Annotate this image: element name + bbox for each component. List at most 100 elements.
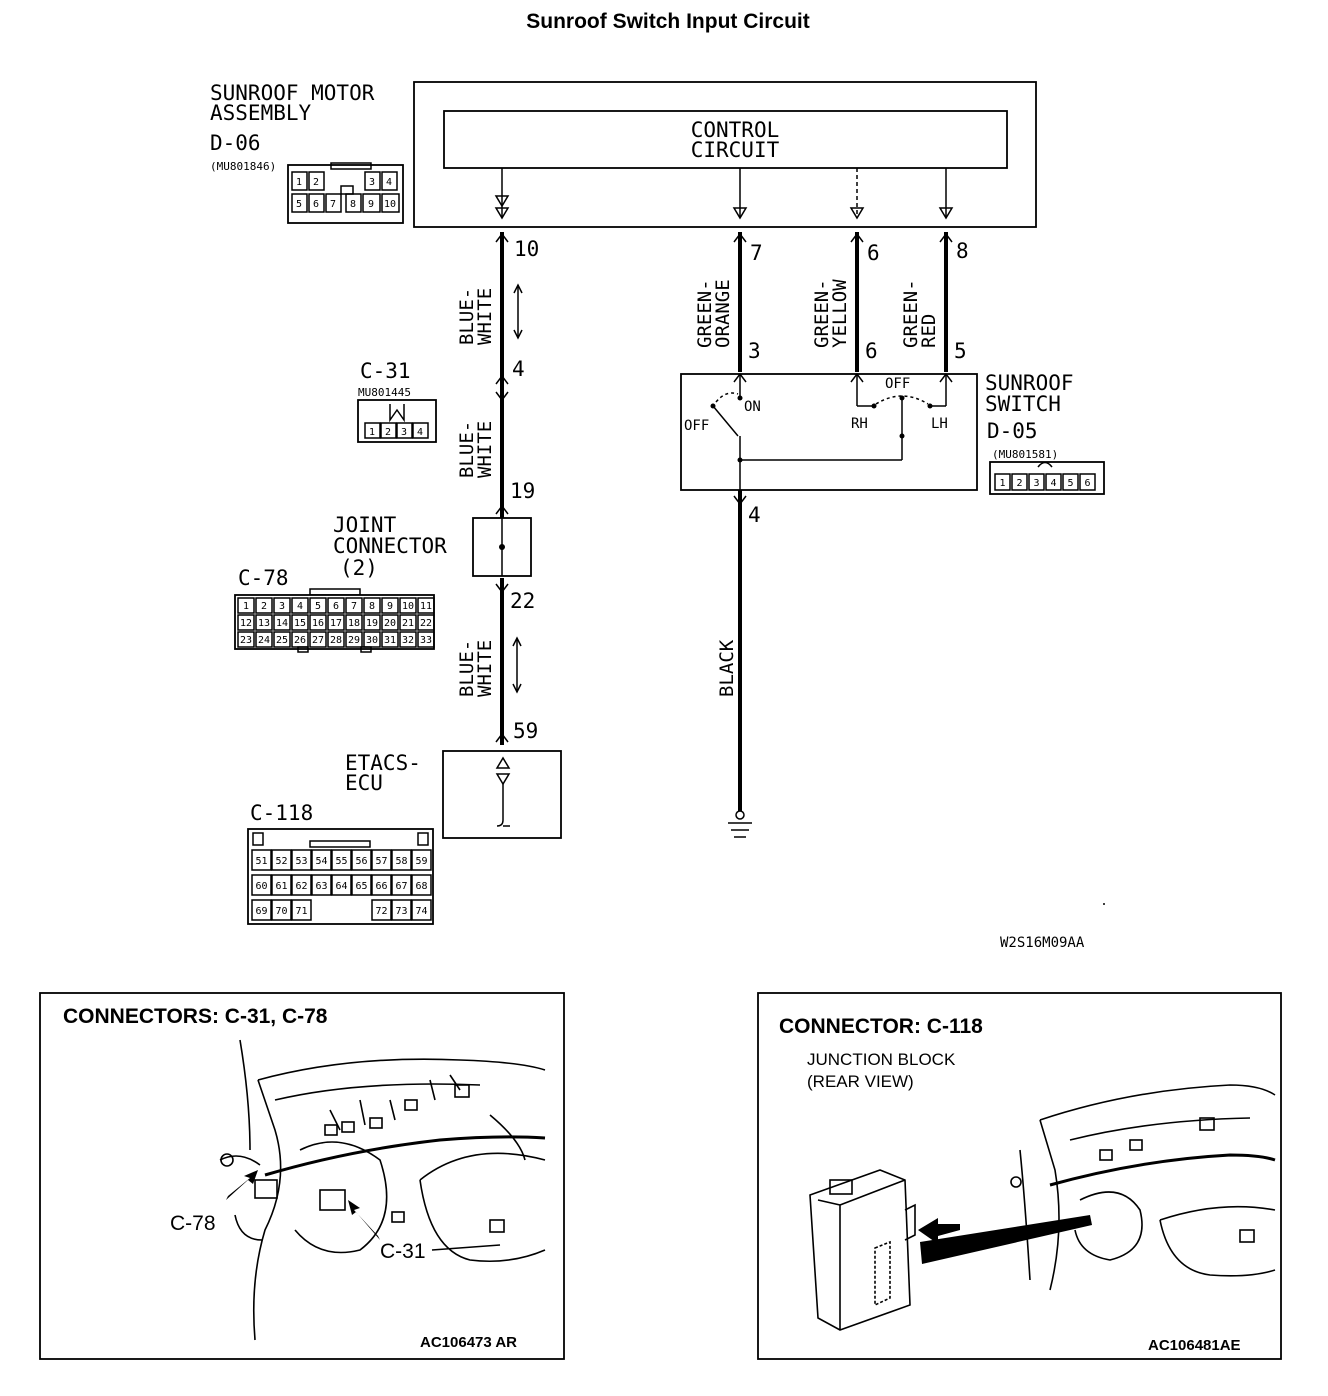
c78-pin: 17 bbox=[330, 618, 342, 629]
switch-on-label: ON bbox=[744, 399, 761, 415]
panel-right-title: CONNECTOR: C-118 bbox=[779, 1015, 983, 1038]
wire-green-orange-label-2: ORANGE bbox=[712, 279, 734, 348]
c78-pin-cell bbox=[327, 631, 345, 648]
c118-pin: 61 bbox=[275, 881, 287, 892]
terminal-jc-22: 22 bbox=[510, 589, 535, 613]
c118-pin: 67 bbox=[395, 881, 407, 892]
c78-pin: 28 bbox=[330, 635, 342, 646]
arrow-connector-icon bbox=[918, 1218, 960, 1244]
d06-pin: 8 bbox=[350, 199, 356, 210]
c78-pin: 31 bbox=[384, 635, 396, 646]
c78-pin: 32 bbox=[402, 635, 414, 646]
c78-pin-cell bbox=[309, 597, 327, 614]
c78-pin-cell bbox=[399, 597, 417, 614]
c118-pin-cell bbox=[391, 874, 412, 896]
c78-pin-cell bbox=[327, 597, 345, 614]
d06-pin: 9 bbox=[368, 199, 374, 210]
c78-pin: 3 bbox=[279, 601, 285, 612]
output-arrow-icon bbox=[938, 207, 954, 220]
switch-name-line2: SWITCH bbox=[985, 392, 1061, 416]
c118-pin-cell bbox=[411, 899, 432, 921]
c118-pin-cell bbox=[411, 849, 432, 871]
c78-pin: 29 bbox=[348, 635, 360, 646]
c78-pin-cell bbox=[255, 631, 273, 648]
c78-pin: 27 bbox=[312, 635, 324, 646]
c78-pin-cell bbox=[381, 631, 399, 648]
wire-black-label: BLACK bbox=[716, 639, 738, 697]
c78-pin-cell bbox=[291, 614, 309, 631]
terminal-sw-3: 3 bbox=[748, 339, 761, 363]
switch-off-right-label: OFF bbox=[885, 376, 910, 392]
arrow-c31-icon bbox=[348, 1200, 380, 1240]
c78-pin-cell bbox=[399, 614, 417, 631]
c78-pin: 14 bbox=[276, 618, 288, 629]
switch-rh-label: RH bbox=[851, 416, 868, 432]
c78-pin-cell bbox=[237, 631, 255, 648]
d06-pin: 1 bbox=[296, 177, 302, 188]
c118-pin-cell bbox=[271, 899, 292, 921]
c118-pin: 74 bbox=[415, 906, 427, 917]
c78-pin-cell bbox=[381, 597, 399, 614]
c118-id: C-118 bbox=[250, 801, 313, 825]
c118-pin-cell bbox=[291, 899, 312, 921]
c118-pin: 51 bbox=[255, 856, 267, 867]
c78-pin: 4 bbox=[297, 601, 303, 612]
motor-name-line1: SUNROOF MOTOR bbox=[210, 81, 375, 105]
c78-pin-cell bbox=[255, 614, 273, 631]
c78-pin-cell bbox=[363, 597, 381, 614]
terminal-mark bbox=[495, 232, 509, 243]
c78-pin: 6 bbox=[333, 601, 339, 612]
c118-pin: 73 bbox=[395, 906, 407, 917]
c118-pin-cell bbox=[251, 849, 272, 871]
c78-pin: 13 bbox=[258, 618, 270, 629]
terminal-sw-4: 4 bbox=[748, 503, 761, 527]
c31-pin: 2 bbox=[385, 427, 391, 438]
c118-pin-cell bbox=[331, 874, 352, 896]
c118-pin: 58 bbox=[395, 856, 407, 867]
switch-circuits: 7 6 8 GREEN- ORANGE GREEN- YELLOW GREEN-… bbox=[694, 232, 969, 372]
panel-right-sub-1: JUNCTION BLOCK bbox=[807, 1050, 956, 1069]
panel-left-code: AC106473 AR bbox=[420, 1334, 517, 1351]
d05-pin: 3 bbox=[1033, 478, 1039, 489]
switch-connector-id: D-05 bbox=[987, 419, 1038, 443]
c118-pin-cell bbox=[371, 874, 392, 896]
wire-green-red-label-1: GREEN- bbox=[900, 279, 922, 348]
c78-pin-cell bbox=[399, 631, 417, 648]
c78-pin: 19 bbox=[366, 618, 378, 629]
d05-pin: 2 bbox=[1016, 478, 1022, 489]
wire-blue-white-label-1: BLUE- bbox=[456, 288, 478, 345]
c78-pin: 23 bbox=[240, 635, 252, 646]
control-circuit-line2: CIRCUIT bbox=[691, 138, 780, 162]
c78-pin: 2 bbox=[261, 601, 267, 612]
c78-pin: 7 bbox=[351, 601, 357, 612]
d05-pin: 6 bbox=[1084, 478, 1090, 489]
d06-pin: 5 bbox=[296, 199, 302, 210]
panel-connector-c118: CONNECTOR: C-118 JUNCTION BLOCK (REAR VI… bbox=[757, 992, 1282, 1360]
c78-pin: 9 bbox=[387, 601, 393, 612]
c78-pin-cell bbox=[363, 614, 381, 631]
c118-pin-cell bbox=[311, 874, 332, 896]
panel-left-title: CONNECTORS: C-31, C-78 bbox=[63, 1005, 328, 1028]
d05-pin-cell bbox=[994, 473, 1011, 491]
panel-connectors-c31-c78: CONNECTORS: C-31, C-78 bbox=[39, 992, 565, 1360]
d05-pin: 4 bbox=[1050, 478, 1056, 489]
c118-pin-cell bbox=[351, 849, 372, 871]
d05-pin-cell bbox=[1011, 473, 1028, 491]
terminal-motor-10: 10 bbox=[514, 237, 539, 261]
c31-part-no: MU801445 bbox=[358, 386, 411, 399]
c118-pin: 71 bbox=[295, 906, 307, 917]
output-arrow-icon bbox=[849, 207, 865, 220]
bidirectional-arrow-icon bbox=[512, 636, 522, 694]
c78-pin-cell bbox=[345, 597, 363, 614]
c118-pin: 64 bbox=[335, 881, 347, 892]
c118-pin: 60 bbox=[255, 881, 267, 892]
c78-pin-cell bbox=[417, 631, 435, 648]
terminal-sw-5: 5 bbox=[954, 339, 967, 363]
c118-pin: 55 bbox=[335, 856, 347, 867]
c118-pin-cell bbox=[251, 899, 272, 921]
d06-pin: 10 bbox=[384, 199, 396, 210]
